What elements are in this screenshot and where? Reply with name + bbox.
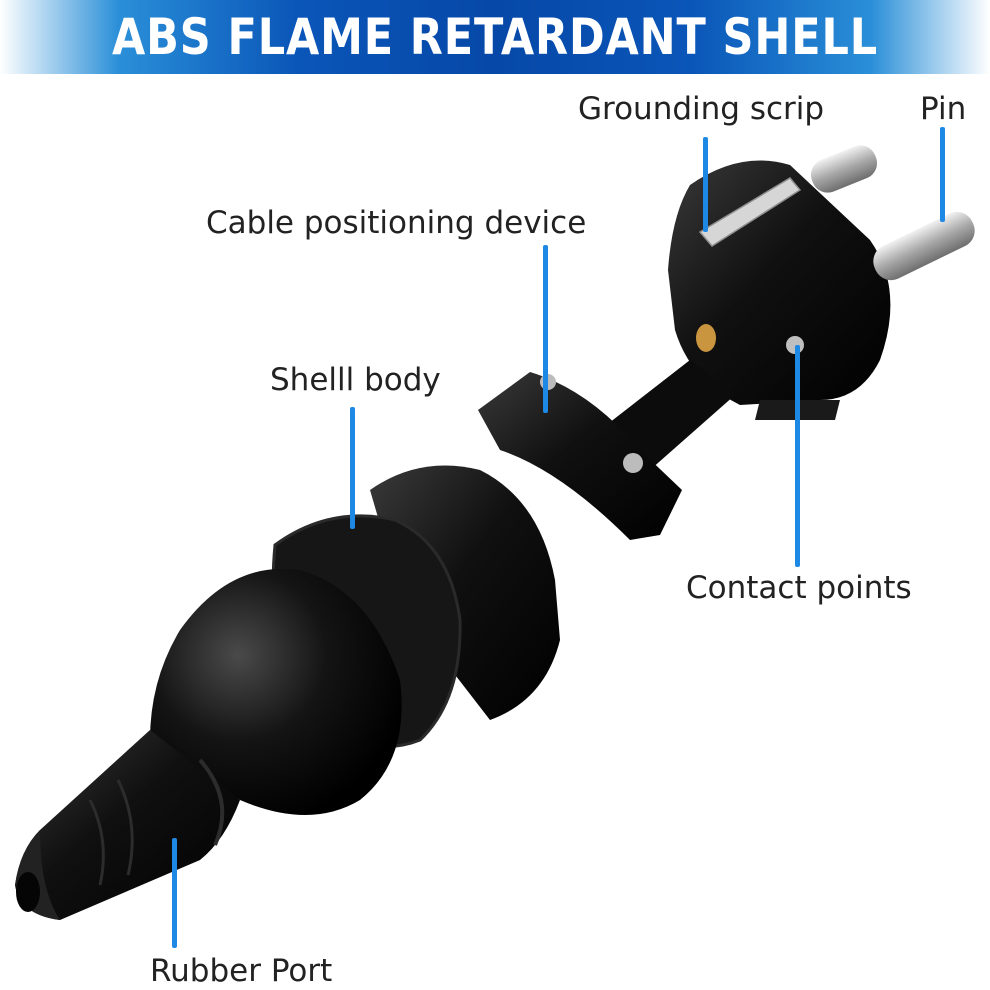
pointer-cable: [543, 245, 548, 413]
banner-title: ABS FLAME RETARDANT SHELL: [112, 8, 878, 66]
pin-lower: [873, 211, 975, 281]
label-contact-points: Contact points: [686, 570, 912, 606]
label-pin: Pin: [920, 91, 967, 127]
pointer-pin: [940, 127, 945, 222]
brass-contact: [696, 324, 716, 352]
grounding-strip: [698, 177, 802, 247]
title-banner: ABS FLAME RETARDANT SHELL: [0, 0, 990, 74]
shell-body: [15, 465, 560, 920]
label-rubber-port: Rubber Port: [150, 953, 333, 989]
pointer-contact: [795, 345, 800, 567]
label-shell-body: Shelll body: [270, 362, 441, 398]
connector-arm: [600, 360, 735, 470]
pointer-grounding: [703, 137, 708, 232]
pin-upper: [810, 145, 878, 193]
label-cable-positioning-device: Cable positioning device: [206, 205, 587, 241]
pointer-rubber: [172, 838, 177, 948]
label-grounding-scrip: Grounding scrip: [578, 91, 825, 127]
plug-head: [668, 145, 975, 420]
pointer-shell: [350, 407, 355, 529]
